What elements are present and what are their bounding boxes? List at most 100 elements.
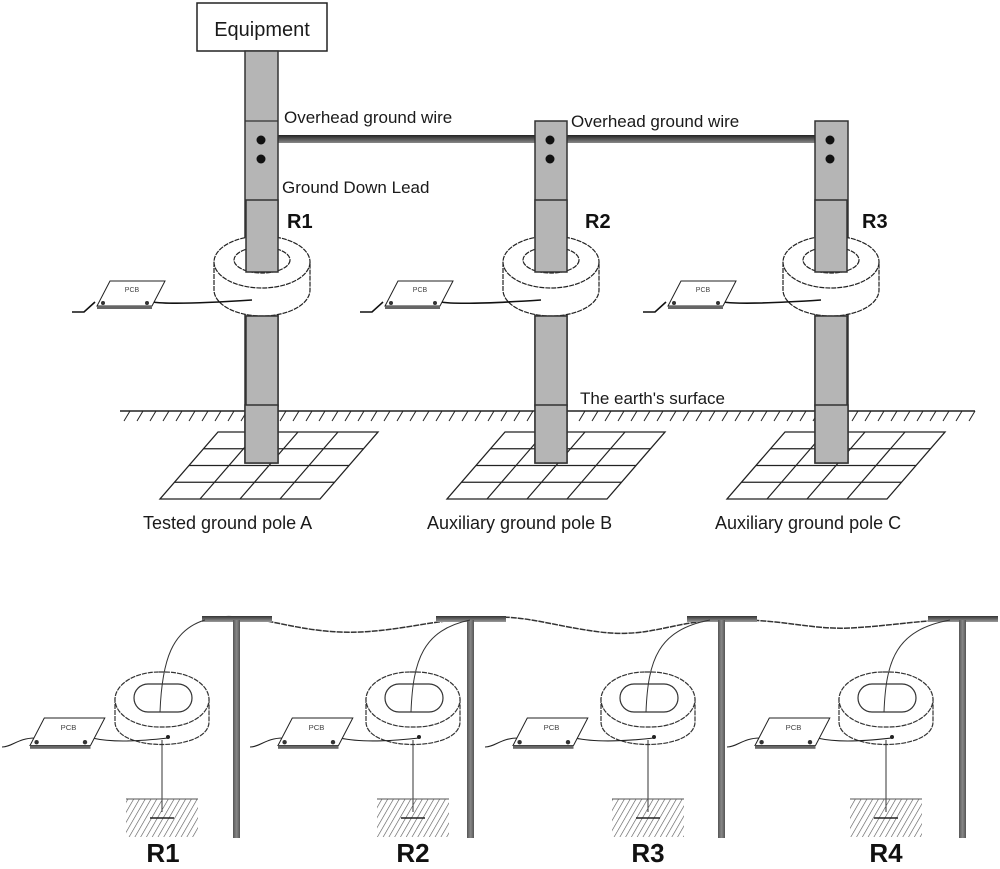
ground-pole-b-label: Auxiliary ground pole B — [427, 513, 612, 533]
down-lead-wire — [645, 619, 711, 713]
pcb-edge — [755, 745, 816, 749]
lead-wire — [360, 299, 542, 313]
bolt-icon — [825, 154, 835, 164]
pcb-board: PCB — [96, 280, 166, 309]
coil-hole — [133, 683, 193, 713]
hatch-tick — [721, 410, 729, 422]
pcb-board: PCB — [512, 717, 589, 749]
pcb-terminal-icon — [672, 301, 676, 305]
hatch-tick — [955, 410, 963, 422]
pole-lower-segment — [244, 404, 279, 464]
bolt-icon — [545, 135, 555, 145]
ground-pole-a-label: Tested ground pole A — [143, 513, 312, 533]
hatch-tick — [760, 410, 768, 422]
hatch-tick — [747, 410, 755, 422]
hatch-tick — [474, 410, 482, 422]
hatch-tick — [929, 410, 937, 422]
pole-below-coil — [814, 315, 848, 407]
top-diagram: Equipment The earth's surface Overhead g… — [72, 2, 976, 533]
hatch-tick — [318, 410, 326, 422]
hatch-tick — [448, 410, 456, 422]
ground-grid-a — [158, 431, 380, 500]
ground-pole-c-label: Auxiliary ground pole C — [715, 513, 901, 533]
hatch-tick — [578, 410, 586, 422]
hatch-tick — [487, 410, 495, 422]
coil-hole — [619, 683, 679, 713]
pcb-board: PCB — [277, 717, 354, 749]
hatch-tick — [682, 410, 690, 422]
resistance-label-r3: R3 — [862, 211, 888, 233]
hatch-tick — [175, 410, 183, 422]
down-lead-wire — [159, 619, 206, 713]
top-unit-3: PCB — [643, 199, 880, 407]
grid-line — [566, 431, 626, 500]
grid-line — [846, 431, 906, 500]
ground-grid-c — [725, 431, 947, 500]
hatch-tick — [500, 410, 508, 422]
hatch-tick — [383, 410, 391, 422]
lead-wire — [72, 299, 253, 313]
bolt-icon — [545, 154, 555, 164]
pole-mast — [233, 620, 240, 838]
pcb-board: PCB — [754, 717, 831, 749]
bottom-pole-4 — [928, 616, 998, 838]
hatch-tick — [292, 410, 300, 422]
hatch-tick — [968, 410, 976, 422]
pole-crossarm — [928, 616, 998, 622]
earth-surface-label: The earth's surface — [580, 389, 725, 408]
pcb-terminal-icon — [433, 301, 437, 305]
pole-mast — [959, 620, 966, 838]
hatch-tick — [370, 410, 378, 422]
pcb-label: PCB — [544, 723, 560, 732]
earth-surface-hatching — [123, 410, 976, 422]
pole-below-coil — [534, 315, 568, 407]
hatch-tick — [890, 410, 898, 422]
pcb-edge — [513, 745, 574, 749]
top-sensor-units: PCB PCB PCB — [72, 199, 880, 407]
pole-lower-segment — [814, 404, 849, 464]
bottom-pole-2 — [436, 616, 506, 838]
pcb-terminal-icon — [759, 740, 764, 745]
pcb-terminal-icon — [716, 301, 720, 305]
hatch-tick — [656, 410, 664, 422]
hatch-tick — [630, 410, 638, 422]
bottom-overhead-wire — [204, 615, 966, 635]
overhead-wire-label-2: Overhead ground wire — [571, 112, 739, 131]
hatch-tick — [344, 410, 352, 422]
pole-crossarm — [436, 616, 506, 622]
pcb-terminal-icon — [282, 740, 287, 745]
bolt-icon — [256, 154, 266, 164]
resistance-label-r1: R1 — [287, 211, 313, 233]
pcb-label: PCB — [309, 723, 325, 732]
hatch-tick — [435, 410, 443, 422]
grid-line — [806, 431, 866, 500]
hatch-tick — [162, 410, 170, 422]
bottom-unit-1: PCB — [1, 619, 210, 837]
pcb-board: PCB — [29, 717, 106, 749]
pole-below-coil — [245, 315, 279, 407]
bottom-unit-4: PCB — [726, 619, 951, 837]
hatch-tick — [786, 410, 794, 422]
hatch-tick — [279, 410, 287, 422]
hatch-tick — [877, 410, 885, 422]
pcb-label: PCB — [413, 287, 428, 294]
bottom-resistance-label-r2: R2 — [396, 838, 429, 868]
ground-grids — [158, 431, 947, 500]
pcb-terminal-icon — [34, 740, 39, 745]
pcb-edge — [278, 745, 339, 749]
pcb-terminal-icon — [565, 740, 571, 745]
pole-mast — [467, 620, 474, 838]
pcb-edge — [385, 306, 440, 309]
hatch-tick — [708, 410, 716, 422]
hatch-tick — [799, 410, 807, 422]
pcb-board: PCB — [384, 280, 454, 309]
resistance-label-r2: R2 — [585, 211, 611, 233]
pcb-label: PCB — [125, 287, 140, 294]
hatch-tick — [396, 410, 404, 422]
pcb-terminal-icon — [330, 740, 336, 745]
hatch-tick — [942, 410, 950, 422]
lead-end-icon — [652, 735, 656, 739]
pcb-terminal-icon — [807, 740, 813, 745]
